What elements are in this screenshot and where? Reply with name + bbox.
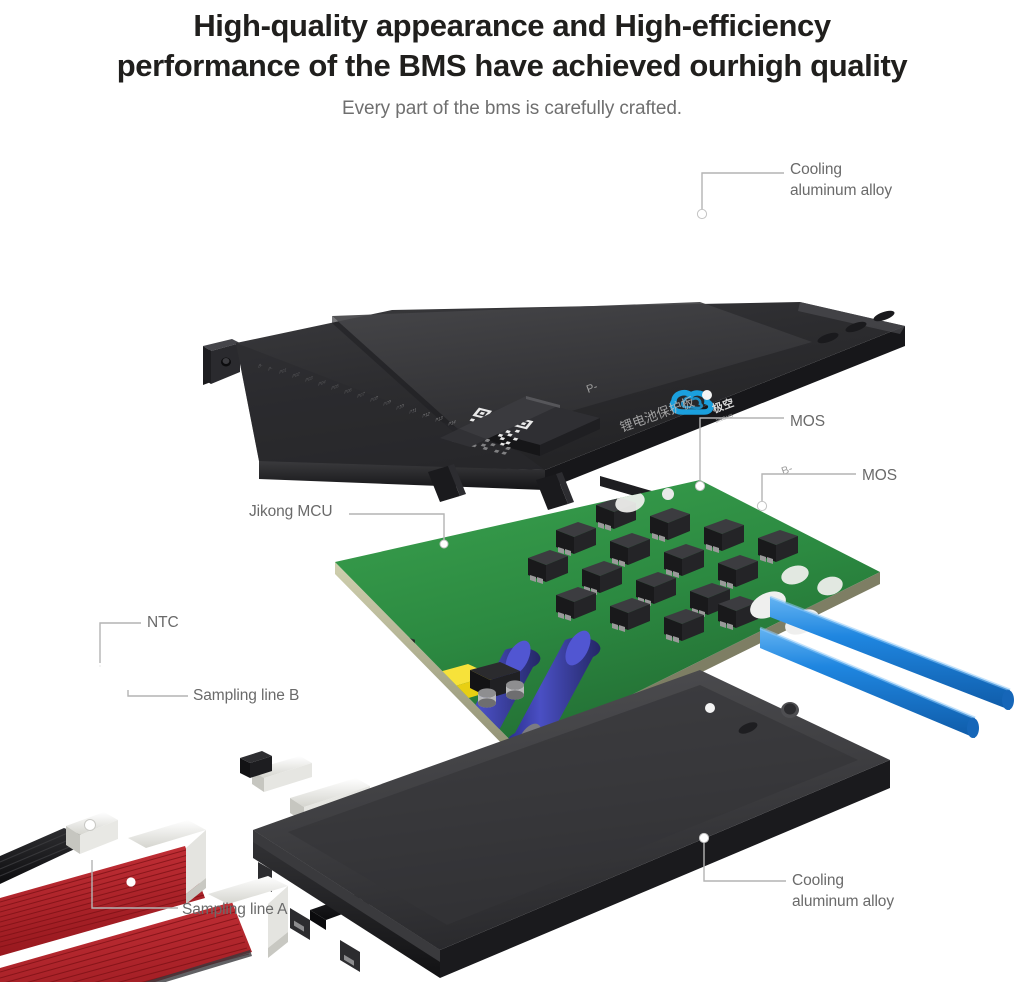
page-title: High-quality appearance and High-efficie… (116, 8, 908, 83)
ribbon-b-hole (126, 877, 136, 887)
callout-cooling-bottom: Cooling aluminum alloy (792, 872, 894, 910)
ribbon-cable-a (0, 876, 288, 982)
ribbon-cable-b (0, 820, 206, 956)
leader-lines (91, 172, 856, 909)
svg-text:P12: P12 (422, 411, 431, 420)
black-connector (240, 751, 272, 778)
callout-cooling-top: Cooling aluminum alloy (790, 161, 892, 199)
callout-mos-upper: MOS (790, 413, 826, 430)
plate-b-minus-label: B- (780, 463, 795, 478)
exploded-view-diagram: 极空 JIKONG 锂电池保护板 P- B- B- P- P01 P02 P03… (0, 150, 1024, 982)
pcb-mount-hole-1 (391, 665, 405, 679)
plate-p-minus-label: P- (585, 381, 600, 396)
callout-ntc: NTC (147, 614, 179, 631)
ntc-connector (66, 812, 118, 854)
callout-mos-lower: MOS (862, 467, 898, 484)
mounting-tab (203, 339, 240, 384)
plate-edge-notches (817, 310, 895, 344)
callout-sampling-a: Sampling line A (182, 901, 288, 918)
pcb-mount-hole-2 (662, 488, 674, 500)
ntc-sensor-dot (84, 819, 96, 831)
callout-sampling-b: Sampling line B (193, 687, 300, 704)
housing-screw-hole-1 (705, 703, 715, 713)
blue-power-cables (750, 591, 1014, 738)
blue-cable-1 (769, 595, 1014, 710)
svg-text:P14: P14 (448, 419, 457, 428)
leader-endpoints (99, 208, 768, 844)
bottom-housing (253, 670, 890, 978)
svg-text:P13: P13 (435, 415, 444, 424)
callout-jikong-mcu: Jikong MCU (249, 503, 333, 520)
plate-screw-hole (702, 390, 712, 400)
page-subtitle: Every part of the bms is carefully craft… (342, 98, 682, 120)
blue-cable-2 (759, 626, 979, 738)
page-header: High-quality appearance and High-efficie… (0, 0, 1024, 150)
top-cover-plate: 极空 JIKONG 锂电池保护板 P- B- B- P- P01 P02 P03… (203, 302, 905, 490)
